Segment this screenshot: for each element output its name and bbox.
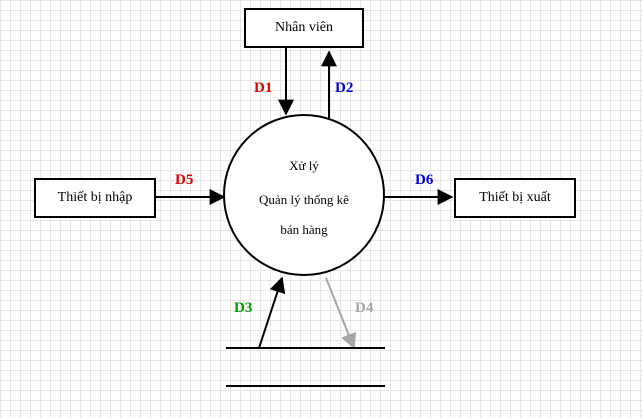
entity-output-device: Thiết bị xuất: [454, 178, 576, 218]
entity-input-device: Thiết bị nhập: [34, 178, 156, 218]
entity-input-device-label: Thiết bị nhập: [57, 190, 133, 205]
process-title: Xử lý: [289, 158, 319, 173]
flow-label-d6: D6: [415, 172, 434, 188]
entity-output-device-label: Thiết bị xuất: [479, 190, 551, 205]
process-name-line1: Quản lý thống kê: [259, 192, 349, 207]
flow-label-d4: D4: [355, 300, 374, 316]
flow-d3-arrow: [258, 276, 286, 349]
flow-d4-arrow: [325, 277, 357, 350]
flow-label-d1: D1: [254, 80, 273, 96]
process-name-line2: bán hàng: [280, 222, 328, 237]
flow-label-d5: D5: [175, 172, 194, 188]
flow-label-d3: D3: [234, 300, 253, 316]
entity-employee: Nhân viên: [244, 8, 364, 48]
flow-label-d2: D2: [335, 80, 354, 96]
entity-employee-label: Nhân viên: [275, 20, 333, 35]
